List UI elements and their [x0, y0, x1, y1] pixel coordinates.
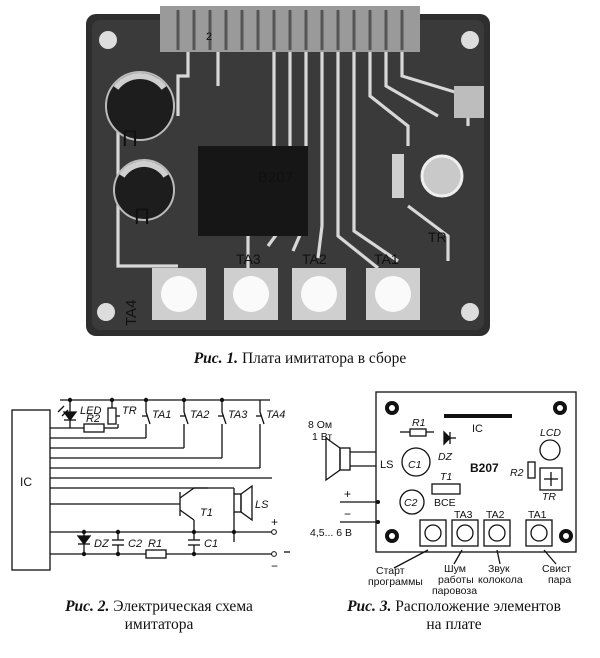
layout-lcd-label: LCD	[540, 427, 561, 439]
fig3-caption-line1: Расположение элементов	[395, 598, 561, 615]
schematic-c2-label: C2	[128, 538, 142, 550]
fn-noise-line2: работы	[438, 574, 474, 586]
capacitor-top	[105, 71, 175, 141]
board-photo: 2 П П B207 TR TA4 TA3 TA	[86, 6, 490, 336]
connector-pin-label: 2	[206, 31, 212, 43]
schematic-ic-label: IC	[20, 475, 32, 489]
capacitor-bottom	[113, 159, 175, 221]
layout-btn-ta2	[483, 519, 511, 547]
fn-noise-line1: Шум	[444, 563, 466, 575]
layout-diagram: 8 Ом 1 Вт LS IC R1 C1 DZ B207 LCD R2 T1 …	[308, 391, 577, 596]
capacitor-top-label: П	[122, 126, 138, 151]
layout-t1	[431, 483, 461, 495]
layout-voltage-label: 4,5... 6 В	[310, 527, 352, 539]
resistor	[392, 154, 404, 198]
schematic-ls-label: LS	[255, 499, 269, 511]
layout-t1-label: T1	[440, 471, 452, 483]
fig3-caption-prefix: Рис. 3.	[347, 598, 392, 615]
fig3-caption: Рис. 3. Расположение элементов на плате	[314, 598, 594, 634]
layout-ta3-label: TA3	[454, 509, 473, 521]
mount-hole-br	[461, 303, 479, 321]
schematic-minus-label: −	[271, 559, 278, 573]
schematic-r2-label: R2	[86, 413, 100, 425]
layout-c1-label: C1	[408, 459, 421, 471]
layout-c2-label: C2	[404, 497, 418, 509]
layout-ta2-label: TA2	[486, 509, 505, 521]
layout-speaker	[339, 447, 351, 471]
mount-hole-tl	[99, 31, 117, 49]
schematic-ic-block	[11, 409, 51, 571]
layout-dz-label: DZ	[438, 451, 453, 463]
transistor-package	[454, 86, 484, 118]
chip-label: B207	[258, 169, 293, 186]
layout-tr	[539, 467, 563, 491]
layout-c2	[399, 489, 425, 515]
fig1-caption-prefix: Рис. 1.	[193, 350, 239, 367]
layout-ta1-label: TA1	[528, 509, 547, 521]
layout-speaker-ohm: 8 Ом	[308, 419, 332, 431]
schematic-diagram: IC LED TR R2 TA1 TA2 TA3 TA4 T1 LS DZ C2…	[11, 397, 290, 573]
trimmer-pot	[420, 154, 464, 198]
fig2-caption-line1: Электрическая схема	[113, 598, 253, 615]
schematic-led-label: LED	[80, 405, 101, 417]
schematic-t1-label: T1	[200, 507, 213, 519]
layout-minus-label: −	[344, 507, 351, 521]
fig2-caption-prefix: Рис. 2.	[65, 598, 110, 615]
capacitor-bottom-label: П	[134, 204, 150, 229]
layout-lcd	[539, 439, 561, 461]
schematic-ta4-label: TA4	[266, 409, 285, 421]
layout-c1	[401, 447, 431, 477]
schematic-ta1-label: TA1	[152, 409, 171, 421]
layout-ic-label: IC	[472, 423, 483, 435]
layout-speaker-w: 1 Вт	[312, 431, 332, 443]
fig1-caption-text: Плата имитатора в сборе	[241, 350, 407, 367]
schematic-dz-label: DZ	[94, 538, 110, 550]
schematic-plus-label: +	[271, 515, 278, 529]
fn-start-line1: Старт	[376, 565, 405, 577]
fn-noise-line3: паровоза	[432, 585, 477, 596]
schematic-ta2-label: TA2	[190, 409, 209, 421]
layout-btn-ta1	[525, 519, 553, 547]
schematic-ta3-label: TA3	[228, 409, 248, 421]
layout-ls-label: LS	[380, 459, 393, 471]
fig3-caption-line2: на плате	[426, 616, 482, 633]
layout-btn-start	[419, 519, 447, 547]
fn-start-line2: программы	[368, 576, 423, 588]
mount-hole-tr	[461, 31, 479, 49]
board-ta3-label: TA3	[236, 251, 261, 267]
fig1-caption: Рис. 1. Плата имитатора в сборе	[0, 350, 600, 368]
schematic-c1-label: C1	[204, 538, 218, 550]
board-ta2-label: TA2	[302, 251, 327, 267]
trimmer-label: TR	[428, 229, 447, 245]
fn-bell-line1: Звук	[488, 563, 510, 575]
layout-chip-label: B207	[470, 461, 499, 475]
layout-r1-label: R1	[412, 417, 425, 429]
layout-tr-label: TR	[542, 491, 556, 503]
fig2-caption-line2: имитатора	[124, 616, 194, 633]
board-ta4-label: TA4	[123, 300, 140, 326]
chip-package	[198, 146, 308, 236]
fn-whistle-line2: пара	[548, 574, 571, 586]
layout-plus-label: +	[344, 487, 351, 501]
fn-whistle-line1: Свист	[542, 563, 571, 575]
mount-hole-bl	[97, 303, 115, 321]
fig2-caption: Рис. 2. Электрическая схема имитатора	[14, 598, 304, 634]
schematic-speaker	[233, 493, 242, 513]
layout-board-outline	[375, 391, 577, 553]
board-ta1-label: TA1	[374, 251, 399, 267]
fn-bell-line2: колокола	[478, 574, 523, 586]
schematic-r1-label: R1	[148, 538, 162, 550]
layout-r2-label: R2	[510, 467, 524, 479]
layout-bce-label: BCE	[434, 497, 456, 509]
schematic-tr-label: TR	[122, 405, 137, 417]
layout-btn-ta3	[451, 519, 479, 547]
